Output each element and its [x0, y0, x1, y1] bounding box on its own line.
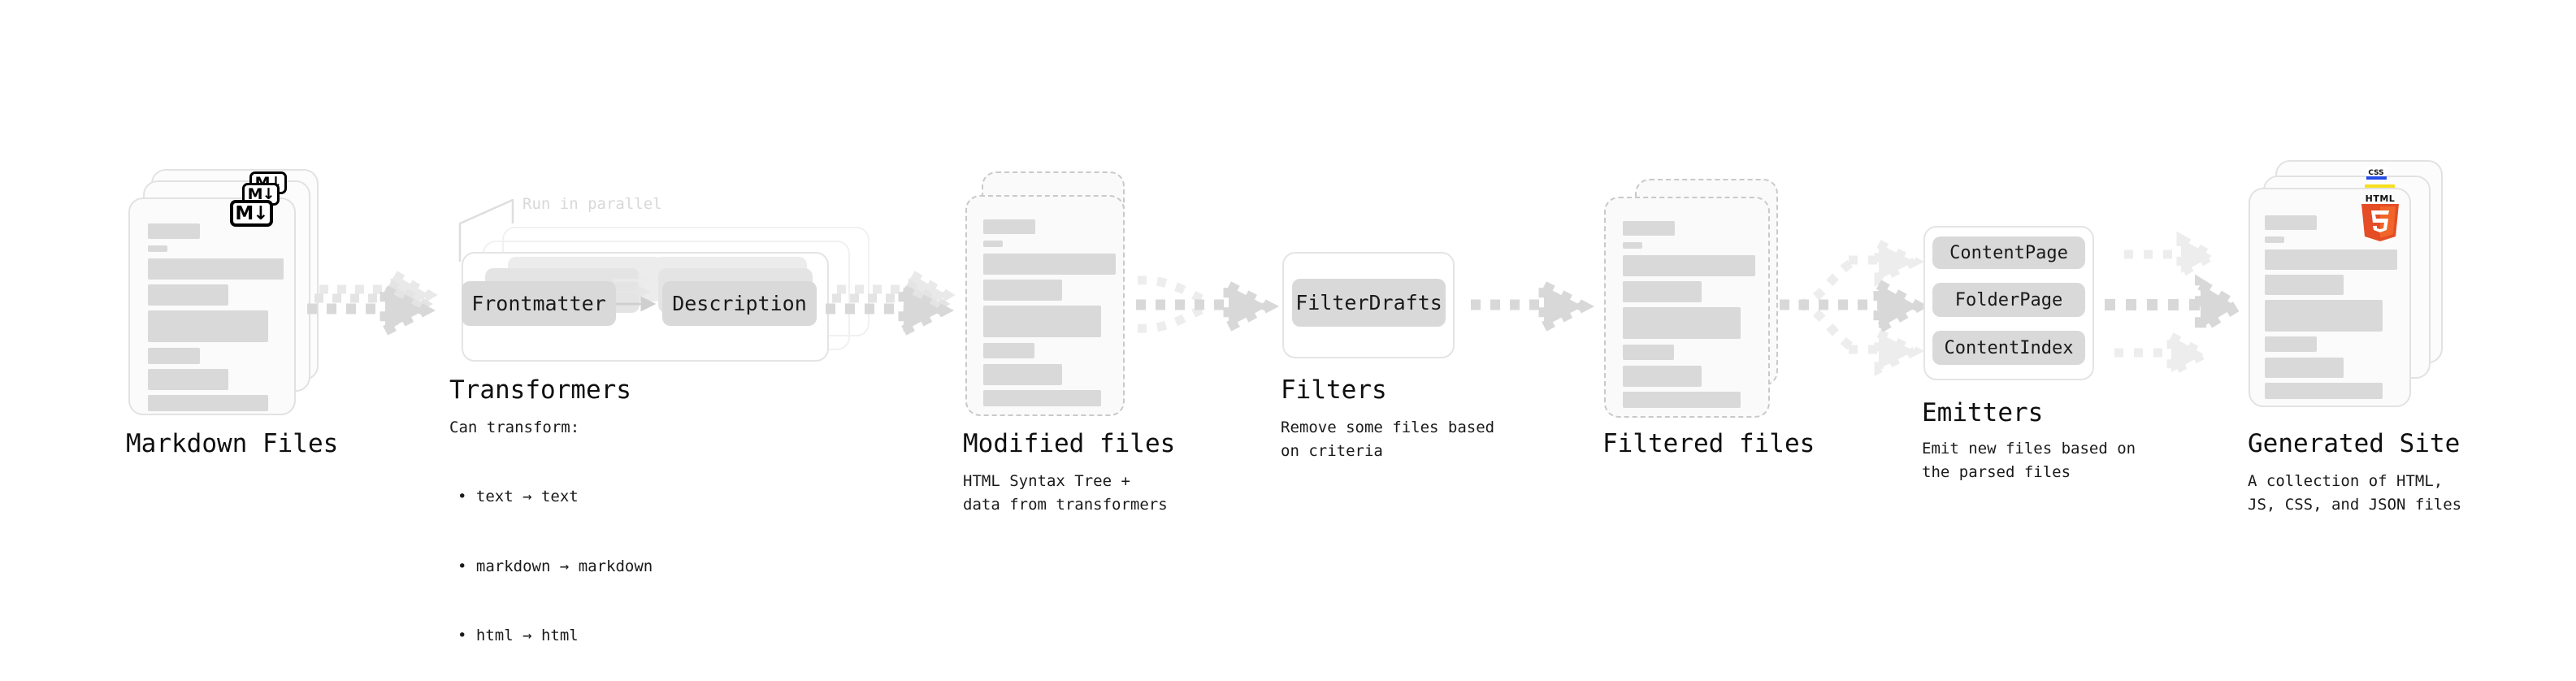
skeleton-bar	[983, 280, 1062, 301]
skeleton-bar	[148, 348, 200, 364]
run-in-parallel-label: Run in parallel	[523, 195, 662, 213]
skeleton-bar	[1623, 392, 1741, 408]
skeleton-bar	[2265, 336, 2317, 352]
skeleton-bar	[148, 369, 228, 390]
skeleton-bar	[983, 254, 1116, 275]
skeleton-bar	[148, 310, 268, 342]
skeleton-bar	[148, 284, 228, 306]
markdown-icon-arrow: ↓	[253, 202, 268, 224]
skeleton-bar	[2265, 249, 2397, 270]
markdown-icon-letter: M	[247, 185, 263, 203]
skeleton-bar	[2265, 236, 2284, 243]
svg-text:CSS: CSS	[2368, 169, 2383, 177]
skeleton-bar	[1623, 242, 1642, 249]
transformers-bullets: • text → text • markdown → markdown • ht…	[458, 439, 653, 681]
stage-title-markdown-files: Markdown Files	[126, 429, 339, 458]
stage-subtitle-transformers: Can transform:	[449, 419, 580, 436]
stage-title-generated-site: Generated Site	[2248, 429, 2461, 458]
stage-title-emitters: Emitters	[1922, 398, 2044, 427]
markdown-icon-letter: M	[235, 202, 254, 224]
skeleton-bar	[148, 258, 284, 280]
skeleton-bar	[2265, 275, 2344, 295]
stage-title-transformers: Transformers	[449, 375, 631, 405]
chip-folderpage[interactable]: FolderPage	[1932, 283, 2085, 317]
stage-subtitle-filters: Remove some files based on criteria	[1281, 419, 1495, 460]
svg-text:HTML: HTML	[2366, 193, 2396, 204]
stage-title-filters: Filters	[1281, 375, 1387, 405]
skeleton-bar	[983, 306, 1101, 337]
site-card-front	[2249, 188, 2411, 407]
skeleton-bar	[983, 343, 1034, 358]
bullet-markdown-to-markdown: • markdown → markdown	[458, 557, 653, 575]
skeleton-bar	[1623, 366, 1702, 387]
markdown-icon: M↓	[230, 200, 273, 227]
filtered-card-front	[1604, 197, 1770, 418]
skeleton-bar	[2265, 215, 2317, 230]
stage-subtitle-modified-files: HTML Syntax Tree + data from transformer…	[963, 472, 1168, 514]
stage-title-filtered-files: Filtered files	[1602, 429, 1815, 458]
skeleton-bar	[983, 219, 1035, 234]
markdown-card-front	[128, 197, 296, 415]
skeleton-bar	[148, 245, 167, 252]
skeleton-bar	[1623, 221, 1675, 236]
chip-frontmatter[interactable]: Frontmatter	[462, 281, 616, 326]
chip-filterdrafts[interactable]: FilterDrafts	[1292, 279, 1446, 327]
skeleton-bar	[148, 223, 200, 239]
skeleton-bar	[1623, 281, 1702, 302]
skeleton-bar	[1623, 307, 1741, 339]
skeleton-bar	[1623, 345, 1674, 360]
chip-description[interactable]: Description	[662, 281, 817, 326]
skeleton-bar	[148, 395, 268, 411]
chip-contentindex[interactable]: ContentIndex	[1932, 331, 2085, 365]
markdown-icon-arrow: ↓	[262, 185, 275, 203]
stage-subtitle-generated-site: A collection of HTML, JS, CSS, and JSON …	[2248, 472, 2462, 514]
skeleton-bar	[983, 241, 1003, 247]
chip-contentpage[interactable]: ContentPage	[1932, 236, 2085, 269]
stage-title-modified-files: Modified files	[963, 429, 1176, 458]
modified-card-front	[965, 195, 1125, 416]
skeleton-bar	[2265, 383, 2383, 399]
skeleton-bar	[2265, 358, 2344, 378]
skeleton-bar	[1623, 255, 1755, 276]
skeleton-bar	[983, 364, 1062, 385]
stage-subtitle-emitters: Emit new files based on the parsed files	[1922, 440, 2136, 481]
skeleton-bar	[2265, 300, 2383, 332]
bullet-text-to-text: • text → text	[458, 488, 579, 505]
skeleton-bar	[983, 390, 1101, 406]
bullet-html-to-html: • html → html	[458, 627, 579, 644]
